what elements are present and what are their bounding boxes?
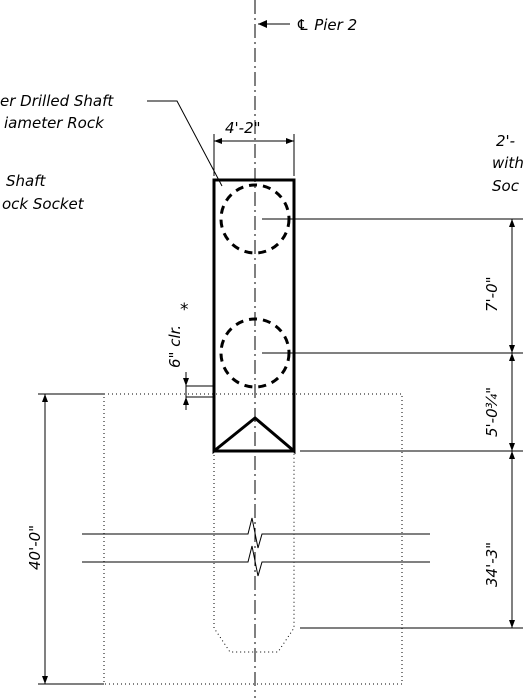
rock-socket-outline	[213, 451, 295, 653]
callout-right-a: 2'-	[496, 132, 515, 150]
dim-arrow-icon	[509, 219, 515, 227]
pier-column-outline	[212, 178, 296, 455]
clearance-dimension: 6" clr. *	[166, 300, 214, 410]
right-dimension: 7'-0" 5'-0¾" 34'-3"	[483, 219, 515, 628]
cap-width-dimension: 4'-2"	[213, 119, 295, 176]
dim-arrow-icon	[509, 620, 515, 628]
dim-arrow-icon	[42, 676, 48, 684]
spacing-1-label: 7'-0"	[483, 276, 501, 312]
spacing-2-label: 5'-0¾"	[483, 387, 501, 437]
depth-shaft-label: 34'-3"	[483, 542, 501, 587]
dim-arrow-icon	[214, 138, 222, 144]
dim-arrow-icon	[286, 138, 294, 144]
break-lines	[82, 517, 430, 577]
callout-left-1a: er Drilled Shaft	[0, 92, 114, 110]
cap-width-label: 4'-2"	[225, 119, 261, 137]
callout-left-2b: ock Socket	[2, 195, 85, 213]
depth-total-label: 40'-0"	[26, 525, 44, 570]
pier-arrow-icon	[258, 20, 267, 28]
clearance-mark: *	[180, 300, 189, 320]
dim-arrow-icon	[509, 345, 515, 353]
dim-arrow-icon	[509, 353, 515, 361]
dim-arrow-icon	[509, 443, 515, 451]
callout-left-leader	[147, 100, 223, 187]
callout-right-b: with	[492, 154, 523, 172]
clearance-label: 6" clr.	[166, 325, 184, 368]
pier-label-group: ℄ Pier 2	[258, 16, 357, 34]
callout-left-1b: iameter Rock	[4, 114, 105, 132]
pier-label: ℄ Pier 2	[296, 16, 357, 34]
dim-arrow-icon	[509, 451, 515, 459]
dim-arrow-icon	[42, 394, 48, 402]
callout-right-c: Soc	[492, 177, 520, 195]
footing-outline	[103, 393, 403, 685]
dim-arrow-icon	[183, 397, 189, 405]
dim-arrow-icon	[183, 378, 189, 386]
callout-left-2a: Shaft	[6, 172, 47, 190]
left-dimension: 40'-0"	[26, 393, 104, 685]
